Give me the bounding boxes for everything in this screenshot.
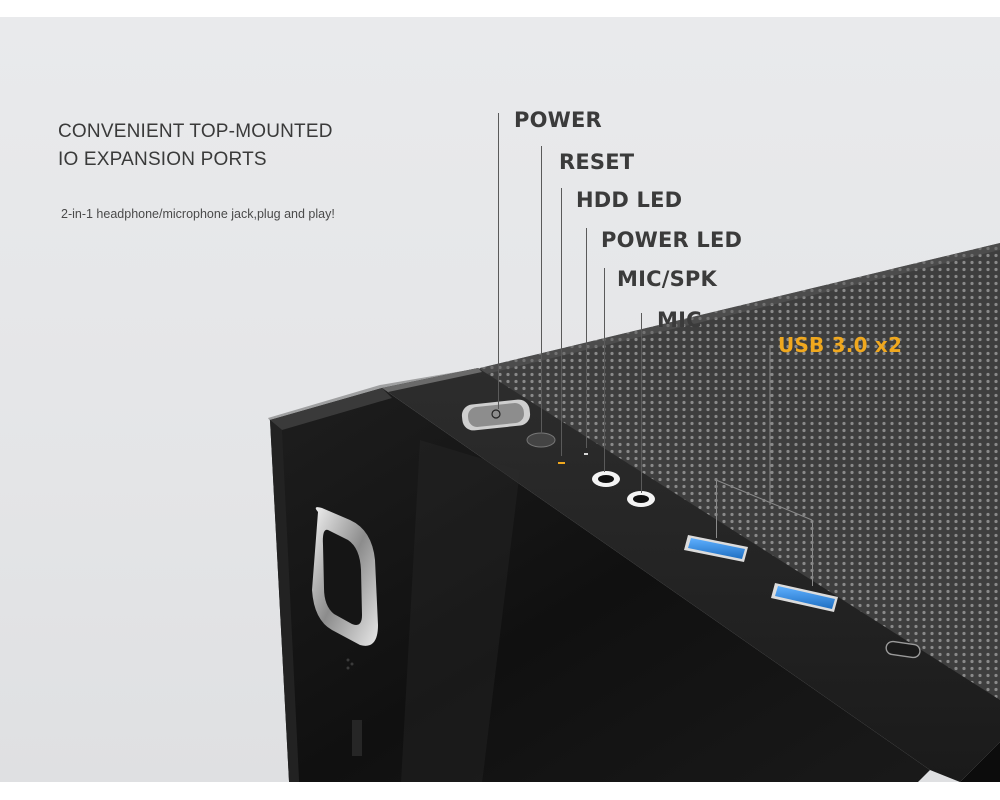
usb-port-1 [684,535,748,562]
power-led [584,453,588,455]
panel-slot [885,640,921,659]
reset-label: RESET [559,150,635,174]
mic-spk-label: MIC/SPK [617,267,717,291]
hdd-led-label: HDD LED [576,188,683,212]
reset-button [526,432,556,448]
usb-port-2 [771,583,838,612]
power-led-label: POWER LED [601,228,743,252]
power-leader-line [498,113,500,409]
tagline: 2-in-1 headphone/microphone jack,plug an… [61,207,335,221]
title-line-2: IO EXPANSION PORTS [58,149,267,170]
pc-case-illustration [268,243,1000,782]
case-handle [312,507,378,646]
page-title: CONVENIENT TOP-MOUNTED IO EXPANSION PORT… [58,118,333,174]
glass-side-panel [270,388,930,782]
hdd-led [558,462,565,464]
usb-leader-line-1 [716,478,718,538]
product-scene: POWER RESET HDD LED POWER LED MIC/SPK MI… [0,17,1000,782]
power-led-leader-line [586,228,588,448]
power-label: POWER [514,108,602,132]
product-stage: POWER RESET HDD LED POWER LED MIC/SPK MI… [0,17,1000,782]
top-mesh-panel [470,243,1000,700]
usb-leader-line-2 [812,520,814,586]
mic-label: MIC [657,308,702,332]
usb-label: USB 3.0 x2 [778,333,903,357]
power-button [461,399,531,431]
mic-spk-leader-line [604,268,606,472]
mic-jack [627,491,655,507]
mic-spk-jack [592,471,620,487]
io-front-strip [382,368,1000,782]
hdd-led-leader-line [561,188,563,456]
title-line-1: CONVENIENT TOP-MOUNTED [58,121,333,142]
mic-leader-line [641,313,643,493]
reset-leader-line [541,146,543,434]
